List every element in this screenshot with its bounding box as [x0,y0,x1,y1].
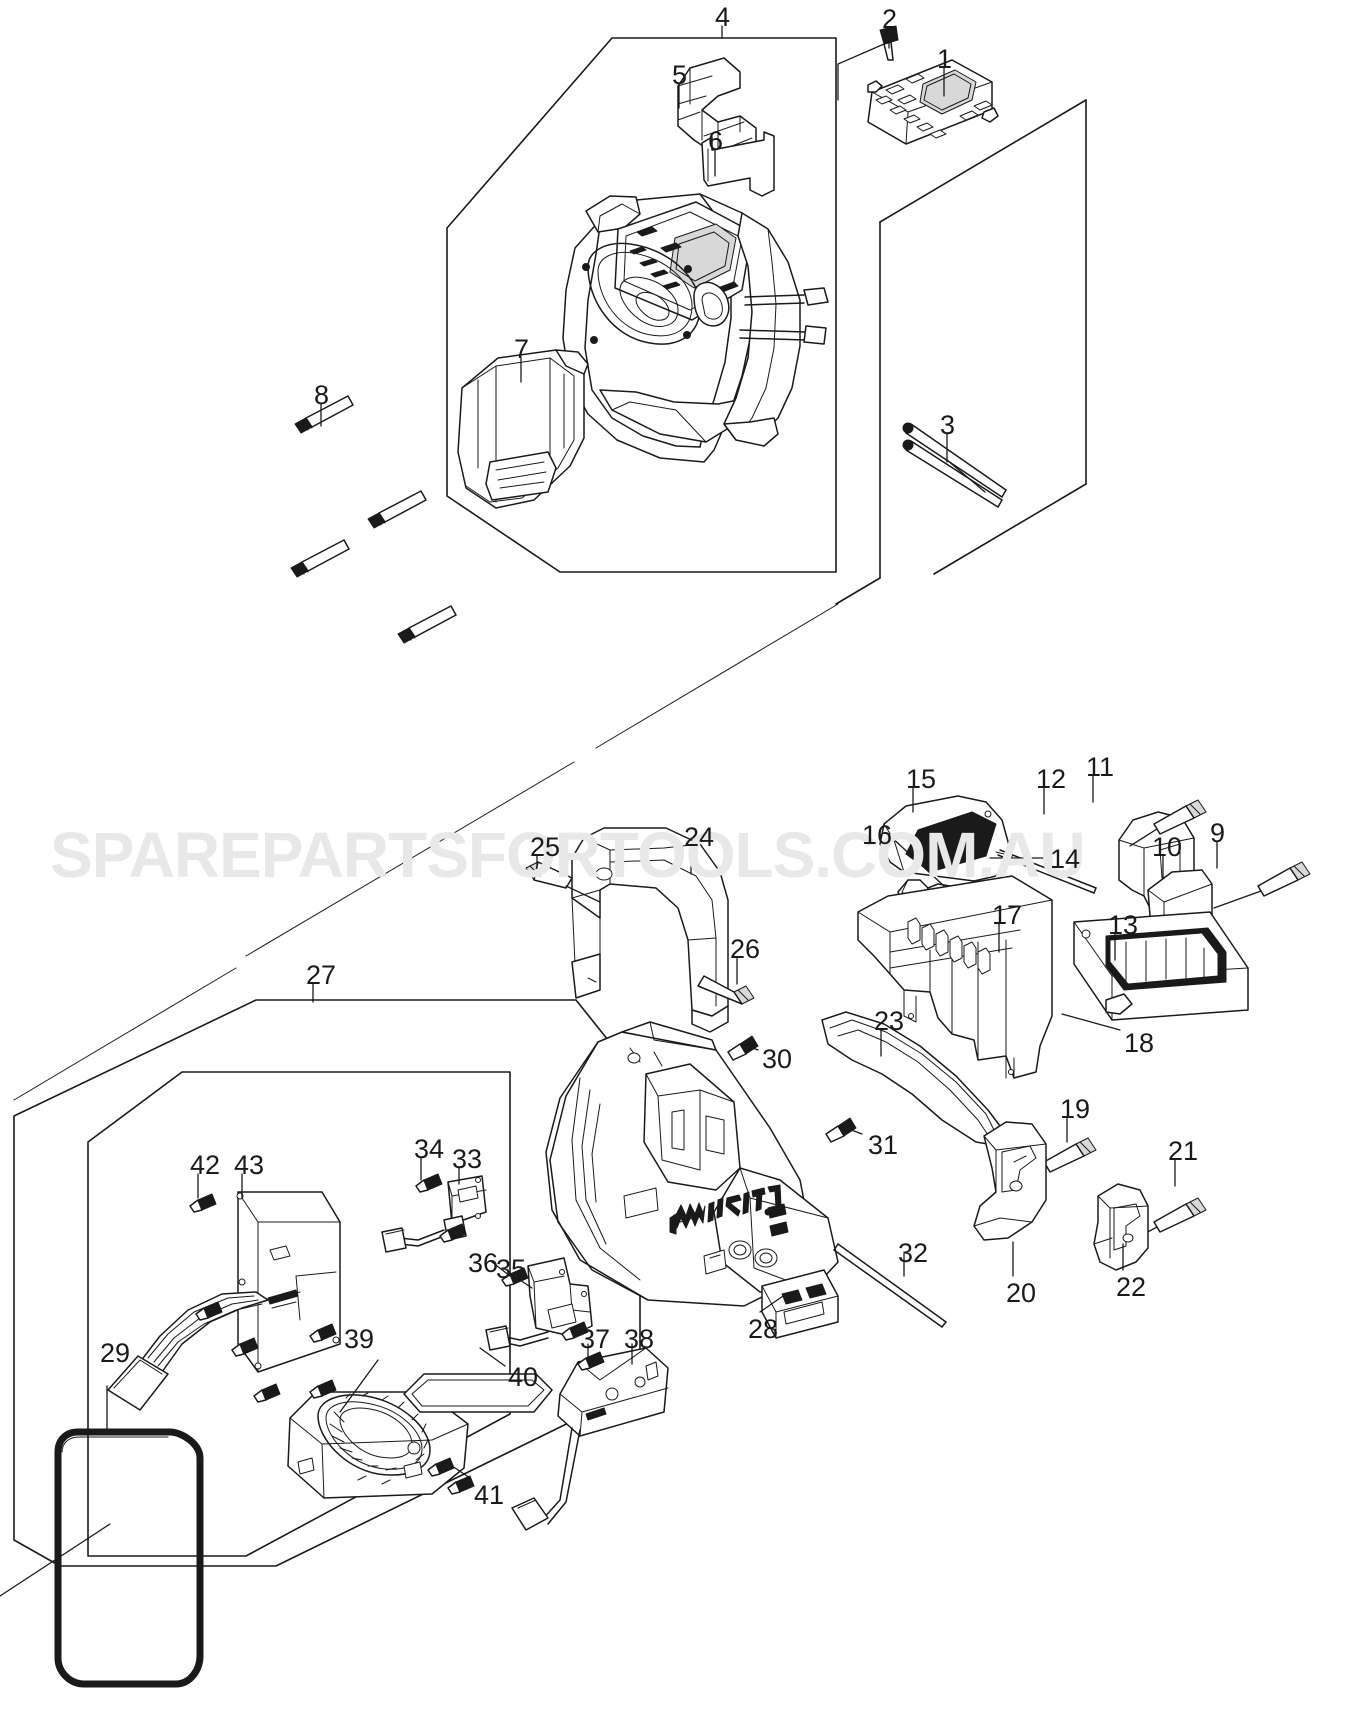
leader-11-to-cap [1129,828,1158,847]
leader-25-to-handle [565,885,601,903]
callout-10: 10 [1152,832,1183,862]
part-9-screw [1257,861,1311,897]
callout-36: 36 [468,1248,499,1278]
callout-9: 9 [1210,818,1226,848]
callout-14: 14 [1050,844,1081,874]
callout-20: 20 [1006,1278,1037,1308]
part-43-ribbon-cable [107,1291,269,1411]
part-14-rod [997,849,1097,894]
part-22-latch-cover [1093,1183,1149,1271]
leader-18 [1061,1013,1121,1031]
callout-7: 7 [514,334,530,364]
part-32-rod [833,1243,947,1328]
callout-6: 6 [708,126,724,156]
callout-5: 5 [672,60,688,90]
leader-16 [887,833,945,887]
callout-37: 37 [580,1324,611,1354]
section-divider-upper [835,99,1087,605]
part-20-knob-cover [973,1121,1047,1241]
callout-31: 31 [868,1130,899,1160]
section-divider-diagonal [13,603,839,1101]
callout-43: 43 [234,1150,265,1180]
part-15-display-module [879,795,1013,882]
part-5-bumper [677,57,757,157]
callout-8: 8 [314,380,330,410]
callout-23: 23 [874,1006,905,1036]
callout-16: 16 [862,820,893,850]
part-31-screw [825,1117,857,1143]
callout-42: 42 [190,1150,221,1180]
callout-11: 11 [1086,752,1115,782]
leader-40 [479,1347,506,1367]
part-26-screw [697,975,755,1005]
part-42-screws [189,1193,337,1403]
leader-39 [339,1359,379,1413]
leader-41 [451,1465,471,1479]
part-37-screw [577,1351,605,1371]
leader-9-to-cap [1213,890,1262,909]
leader-2-to-panel [837,43,885,101]
part-40-seal-strip [403,1373,553,1413]
part-35-module [485,1257,593,1351]
part-36-screws [501,1267,589,1341]
makita-wordmark [669,1184,782,1235]
callout-41: 41 [474,1480,505,1510]
part-39-fan-module [287,1391,469,1499]
callout-2: 2 [882,4,898,34]
part-8-screws [290,395,457,644]
callout-29: 29 [100,1338,131,1368]
part-29-o-ring [54,1428,204,1688]
callout-21: 21 [1168,1136,1199,1166]
callout-38: 38 [624,1324,655,1354]
part-34-screws [415,1173,467,1243]
callout-12: 12 [1036,764,1067,794]
callout-40: 40 [508,1362,539,1392]
part-27-main-housing [545,1021,839,1307]
part-21-screw [1153,1197,1207,1233]
callout-39: 39 [344,1324,375,1354]
part-30-screw [727,1035,759,1061]
callout-30: 30 [762,1044,793,1074]
part-38-switch-module [511,1347,669,1531]
leader-3 [946,459,986,493]
callout-27: 27 [306,960,337,990]
callout-32: 32 [898,1238,929,1268]
part-24-handle [571,827,729,1033]
group-boundary-27-inner [87,1071,511,1557]
part-19-screw [1043,1137,1097,1173]
callout-15: 15 [906,764,937,794]
part-39-41-screws [309,1379,475,1495]
part-3-antenna [902,422,1007,508]
callout-3: 3 [940,410,956,440]
part-17-front-frame [857,875,1053,1079]
leader-29-inner [0,1523,111,1597]
group-boundary-4 [446,37,837,573]
callout-28: 28 [748,1314,779,1344]
callout-leaders [197,25,1218,1365]
part-11-screw [1153,799,1207,835]
callout-33: 33 [452,1144,483,1174]
callout-13: 13 [1108,910,1139,940]
part-25-screw [525,861,573,889]
callout-18: 18 [1124,1028,1155,1058]
callout-26: 26 [730,934,761,964]
callout-19: 19 [1060,1094,1091,1124]
part-7-front-cover [457,349,589,509]
callout-17: 17 [992,900,1023,930]
callout-4: 4 [715,2,731,32]
callout-34: 34 [414,1134,445,1164]
callout-35: 35 [496,1254,527,1284]
callout-22: 22 [1116,1272,1147,1302]
callout-24: 24 [684,822,715,852]
part-1-control-panel [867,59,999,145]
callout-1: 1 [937,44,953,74]
callout-25: 25 [530,832,561,862]
part-13-grille-plate [1073,911,1249,1021]
part-4-radio-unit [549,193,829,463]
part-6-plate [701,131,775,197]
part-28-label-plate [761,1269,839,1339]
